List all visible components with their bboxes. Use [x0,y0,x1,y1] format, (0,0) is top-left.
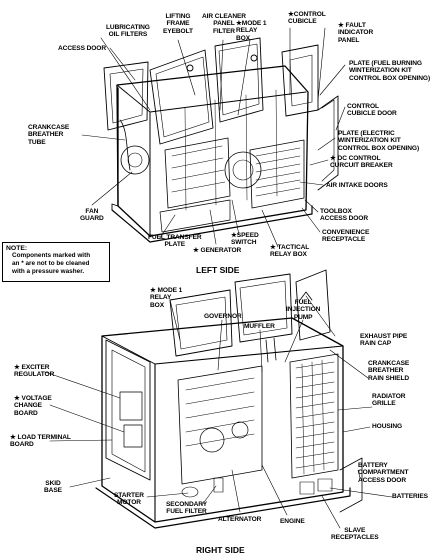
label-tactical-relay-box: ★ TACTICAL RELAY BOX [270,244,310,259]
label-air-cleaner-panel-filter: AIR CLEANER PANEL FILTER [202,13,246,35]
label-lubricating-oil-filters: LUBRICATING OIL FILTERS [106,24,150,39]
label-fuel-transfer-plate: FUEL TRANSFER PLATE [148,234,202,249]
label-mode1-relay-box-left: ★MODE 1 RELAY BOX [236,20,267,42]
label-muffler: MUFFLER [244,323,275,330]
label-voltage-change-board: ★ VOLTAGE CHANGE BOARD [14,395,52,417]
label-exhaust-pipe-rain-cap: EXHAUST PIPE RAIN CAP [360,333,408,348]
note-text: Components marked with an * are not to b… [12,252,91,275]
label-battery-compartment-access-door: BATTERY COMPARTMENT ACCESS DOOR [358,462,409,484]
label-control-cubicle: ★CONTROL CUBICLE [288,11,326,26]
caption-left-side: LEFT SIDE [196,265,240,275]
right-side-generator-drawing [95,269,363,529]
label-crankcase-breather-tube: CRANKCASE BREATHER TUBE [28,124,70,146]
label-generator: ★ GENERATOR [193,247,242,254]
label-secondary-fuel-filter: SECONDARY FUEL FILTER [166,501,207,516]
label-lifting-frame-eyebolt: LIFTING FRAME EYEBOLT [163,13,193,35]
note-title: NOTE: [6,245,28,252]
label-exciter-regulator: ★ EXCITER REGULATOR [14,364,55,379]
label-convenience-receptacle: CONVENIENCE RECEPTACLE [322,229,370,244]
note-box: NOTE: Components marked with an * are no… [2,242,110,282]
label-mode1-relay-box-right: ★ MODE 1 RELAY BOX [150,287,183,309]
label-control-cubicle-door: CONTROL CUBICLE DOOR [347,103,397,118]
label-load-terminal-board: ★ LOAD TERMINAL BOARD [10,434,71,449]
label-toolbox-access-door: TOOLBOX ACCESS DOOR [320,208,368,223]
label-starter-motor: STARTER MOTOR [114,492,144,507]
label-batteries: BATTERIES [392,493,428,500]
label-governor: GOVERNOR [204,313,242,320]
caption-right-side: RIGHT SIDE [196,545,245,555]
label-housing: HOUSING [372,423,403,430]
label-plate-electric: PLATE (ELECTRIC WINTERIZATION KIT CONTRO… [338,130,420,152]
label-plate-fuel-burning: PLATE (FUEL BURNING WINTERIZATION KIT CO… [349,60,431,82]
label-crankcase-breather-rain-shield: CRANKCASE BREATHER RAIN SHIELD [368,360,410,382]
label-slave-receptacles: SLAVE RECEPTACLES [331,527,379,542]
left-side-leader-lines [81,27,346,248]
label-engine: ENGINE [280,518,305,525]
label-access-door: ACCESS DOOR [58,45,106,52]
label-radiator-grille: RADIATOR GRILLE [372,393,406,408]
label-alternator: ALTERNATOR [218,516,262,523]
label-air-intake-doors: AIR INTAKE DOORS [326,182,388,189]
label-fuel-injection-pump: FUEL INJECTION PUMP [286,299,321,321]
label-dc-control-circuit-breaker: ★ DC CONTROL CURCUIT BREAKER [330,155,393,170]
label-fault-indicator-panel: ★ FAULT INDICATOR PANEL [338,22,374,44]
left-side-generator-drawing [103,37,339,243]
label-speed-switch: ★SPEED SWITCH [231,232,259,247]
label-skid-base: SKID BASE [44,480,62,495]
label-fan-guard: FAN GUARD [80,208,104,223]
right-side-leader-lines [44,295,393,529]
